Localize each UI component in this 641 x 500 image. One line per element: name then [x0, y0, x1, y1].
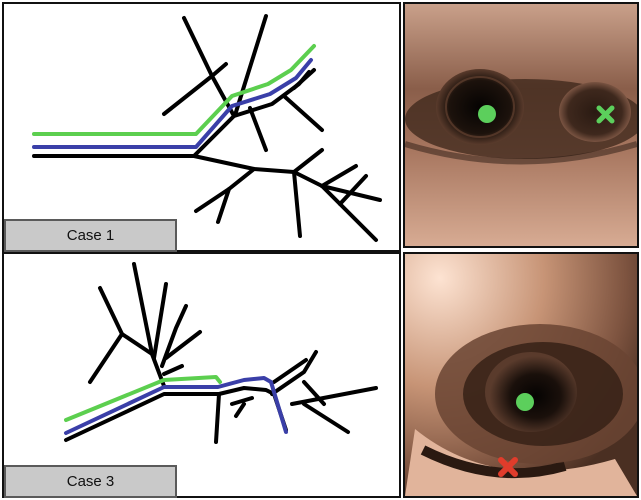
- case3-branch: [274, 360, 306, 382]
- case3-target-dot: [516, 393, 534, 411]
- case1-branch: [212, 64, 226, 76]
- case1-label: Case 1: [4, 219, 177, 252]
- case1-branch: [294, 150, 322, 172]
- case1-airway-tree: [4, 4, 399, 250]
- case3-airway-tree: [4, 254, 399, 496]
- case1-branch: [250, 108, 266, 150]
- case3-branch: [232, 398, 252, 404]
- case3-trunk: [66, 388, 286, 440]
- case1-endoscopic-view: [405, 4, 637, 246]
- case3-branch: [216, 394, 219, 442]
- case3-branch: [236, 404, 244, 416]
- case3-tree-panel: [2, 252, 401, 498]
- case3-branch: [304, 404, 348, 432]
- case1-target-dot: [478, 105, 496, 123]
- case3-label: Case 3: [4, 465, 177, 498]
- case3-branch: [164, 366, 182, 374]
- case1-path-green: [34, 46, 314, 134]
- case3-branch: [292, 388, 376, 404]
- case3-branch: [154, 284, 166, 358]
- case3-endoscopic-view: [405, 254, 637, 496]
- case1-branch: [294, 172, 300, 236]
- case1-branch: [284, 96, 322, 130]
- case1-branch: [322, 166, 356, 186]
- case1-branch: [164, 76, 212, 114]
- case1-tree-panel: [2, 2, 401, 252]
- case3-branch: [90, 334, 122, 382]
- case1-endoscopic-panel: [403, 2, 639, 248]
- case3-endoscopic-panel: [403, 252, 639, 498]
